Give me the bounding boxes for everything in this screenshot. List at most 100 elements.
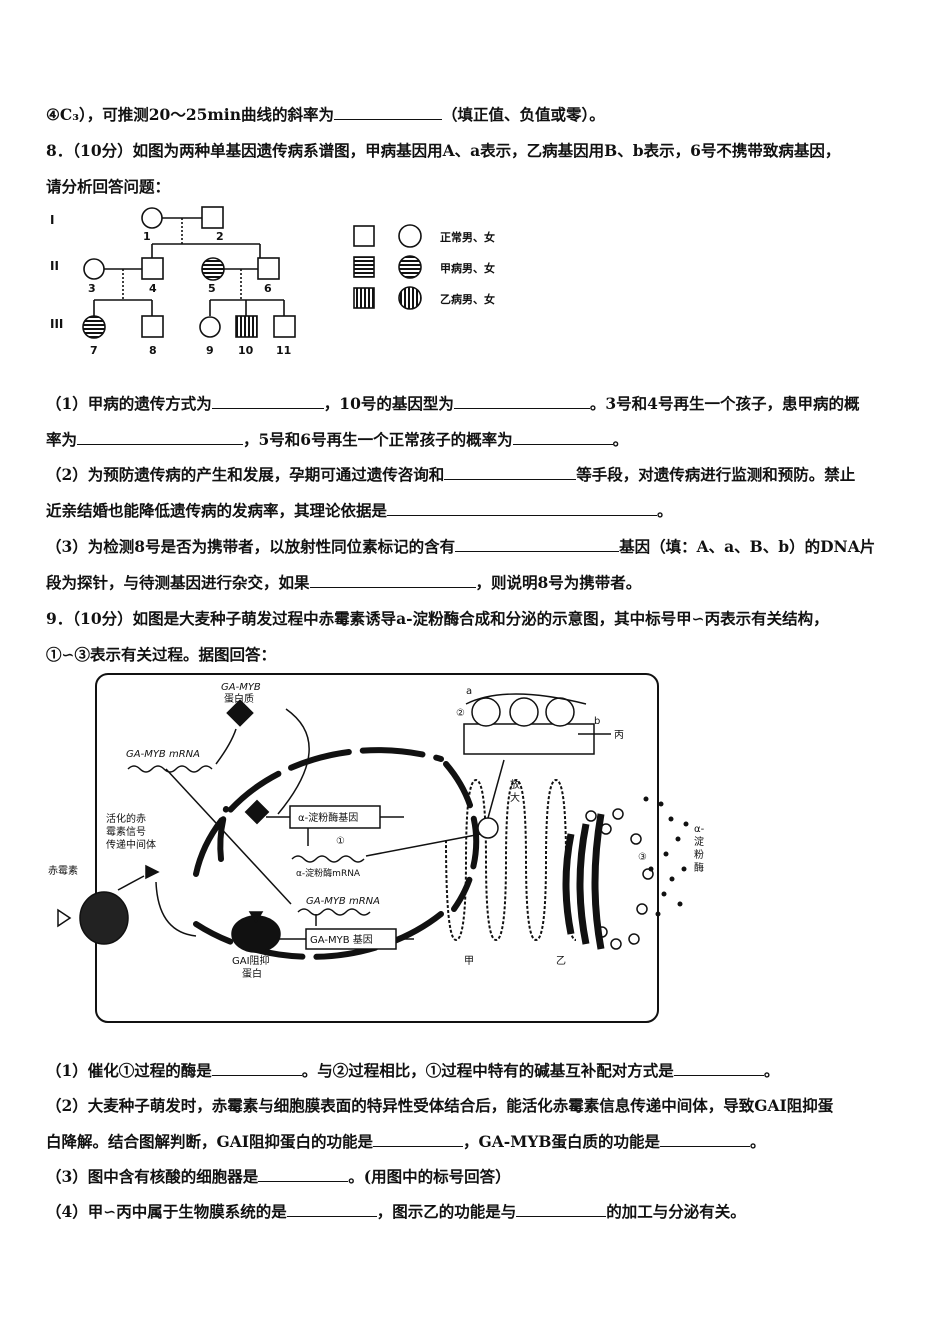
- legend-label-normal: 正常男、女: [440, 230, 495, 244]
- gibberellin-molecule: [57, 908, 72, 928]
- protein-label: 蛋白质: [224, 692, 254, 705]
- answer-blank[interactable]: [309, 573, 476, 588]
- individual-number-6: 6: [264, 282, 272, 295]
- individual-3: [83, 258, 105, 280]
- ga-myb-mrna-mid: [297, 908, 371, 916]
- amylase-side-label-4: 酶: [694, 861, 704, 874]
- individual-number-3: 3: [88, 282, 96, 295]
- golgi-yi: [562, 833, 575, 935]
- amylase-side-label-3: 粉: [694, 848, 704, 861]
- legend-yi-female: [398, 286, 422, 310]
- q9-part1-line: （1）催化①过程的酶是。与②过程相比，①过程中特有的碱基互补配对方式是。: [46, 1061, 780, 1080]
- q9-part2-line1: （2）大麦种子萌发时，赤霉素与细胞膜表面的特异性受体结合后，能活化赤霉素信息传递…: [46, 1096, 834, 1115]
- individual-5: [201, 257, 225, 281]
- q9-intro-line2: ①∽③表示有关过程。据图回答：: [46, 645, 276, 664]
- legend-label-yi: 乙病男、女: [440, 292, 495, 306]
- answer-blank[interactable]: [455, 537, 620, 552]
- amylase-gene-label: α-淀粉酶基因: [298, 811, 358, 824]
- gai-label-1: GAI阻抑: [232, 955, 270, 967]
- step-3-label: ③: [638, 852, 647, 863]
- q8-part1-line2: 率为，5号和6号再生一个正常孩子的概率为。: [46, 430, 629, 449]
- answer-blank[interactable]: [286, 1202, 377, 1217]
- individual-8: [141, 315, 164, 338]
- answer-blank[interactable]: [516, 1202, 607, 1217]
- ga-myb-mrna-mid-label: GA-MYB mRNA: [306, 896, 380, 907]
- q8-part2-line2: 近亲结婚也能降低遗传病的发病率，其理论依据是。: [46, 501, 673, 520]
- legend-yi-male: [353, 287, 375, 309]
- ga-myb-protein-icon: [226, 699, 254, 727]
- inset-er-membrane: [463, 723, 595, 755]
- answer-blank[interactable]: [387, 501, 658, 516]
- signal-intermediate-icon: [145, 864, 160, 880]
- ga-myb-protein-bound-icon: [244, 799, 270, 825]
- individual-number-10: 10: [238, 344, 254, 357]
- answer-blank[interactable]: [211, 394, 324, 409]
- nuclear-envelope: [193, 747, 444, 877]
- answer-blank[interactable]: [444, 465, 577, 480]
- gai-label-2: 蛋白: [242, 967, 262, 980]
- cell-diagram: GA-MYB 蛋白质 GA-MYB mRNA 活化的赤 霉素信号 传递中间体 赤…: [48, 673, 705, 1023]
- individual-11: [273, 315, 296, 338]
- individual-10: [235, 315, 258, 338]
- generation-label-3: III: [50, 317, 63, 331]
- amylase-mrna-wave: [291, 855, 365, 863]
- activated-label-1: 活化的赤: [106, 812, 146, 825]
- answer-blank[interactable]: [373, 1132, 464, 1147]
- vesicle: [585, 810, 597, 822]
- legend-jia-female: [398, 255, 422, 279]
- q8-part3-line2: 段为探针，与待测基因进行杂交，如果，则说明8号为携带者。: [46, 573, 642, 592]
- individual-number-1: 1: [143, 230, 151, 243]
- gibberellin-receptor: [79, 891, 129, 945]
- generation-label-2: II: [50, 259, 59, 273]
- step-2-label: ②: [456, 708, 465, 719]
- ga-myb-protein-label: GA-MYB: [221, 682, 261, 693]
- ga-myb-mrna-top-label: GA-MYB mRNA: [126, 749, 200, 760]
- individual-number-2: 2: [216, 230, 224, 243]
- answer-blank[interactable]: [258, 1167, 349, 1182]
- q8-intro-line1: 8．（10分）如图为两种单基因遗传病系谱图，甲病基因用A、a表示，乙病基因用B、…: [46, 141, 841, 160]
- individual-number-5: 5: [208, 282, 216, 295]
- answer-blank[interactable]: [333, 105, 442, 120]
- pedigree-chart: I II III 1 2 3: [50, 206, 495, 357]
- inset-b-label: b: [594, 716, 600, 727]
- individual-2: [201, 206, 224, 229]
- secreted-amylase-dots: [643, 796, 689, 917]
- signal-intermediate-on-gai: [248, 911, 264, 924]
- q9-intro-line1: 9．（10分）如图是大麦种子萌发过程中赤霉素诱导a-淀粉酶合成和分泌的示意图，其…: [46, 609, 829, 628]
- answer-blank[interactable]: [77, 430, 244, 445]
- cell-membrane: [95, 673, 659, 1023]
- ga-myb-gene-label: GA-MYB 基因: [310, 933, 373, 946]
- individual-4: [141, 257, 164, 280]
- answer-blank[interactable]: [673, 1061, 764, 1076]
- legend-label-jia: 甲病男、女: [440, 261, 495, 275]
- q7-tail-line: ④C₃），可推测20～25min曲线的斜率为（填正值、负值或零）。: [46, 105, 605, 124]
- gibberellin-label: 赤霉素: [48, 864, 78, 877]
- enlarge-label-2: 大: [510, 791, 520, 804]
- generation-label-1: I: [50, 213, 54, 227]
- jia-label: 甲: [464, 956, 474, 967]
- q9-part2-line2: 白降解。结合图解判断，GAI阻抑蛋白的功能是，GA-MYB蛋白质的功能是。: [46, 1132, 766, 1151]
- enlarge-label-1: 放: [510, 778, 520, 791]
- yi-label: 乙: [556, 955, 566, 967]
- ga-myb-mrna-top: [127, 765, 213, 773]
- answer-blank[interactable]: [453, 394, 590, 409]
- answer-blank[interactable]: [211, 1061, 302, 1076]
- amylase-side-label-2: 淀: [694, 835, 704, 848]
- individual-7: [82, 315, 106, 339]
- amylase-mrna-label: α-淀粉酶mRNA: [296, 867, 361, 879]
- activated-label-2: 霉素信号: [106, 825, 146, 838]
- individual-number-9: 9: [206, 344, 214, 357]
- q9-part4-line: （4）甲∽丙中属于生物膜系统的是，图示乙的功能是与的加工与分泌有关。: [46, 1202, 746, 1221]
- individual-6: [257, 257, 280, 280]
- answer-blank[interactable]: [512, 430, 613, 445]
- magnified-ribosome-circle: [477, 817, 499, 839]
- q8-part2-line1: （2）为预防遗传病的产生和发展，孕期可通过遗传咨询和等手段，对遗传病进行监测和预…: [46, 465, 856, 484]
- answer-blank[interactable]: [660, 1132, 751, 1147]
- legend-normal-male: [353, 225, 375, 247]
- q9-part3-line: （3）图中含有核酸的细胞器是。(用图中的标号回答）: [46, 1167, 511, 1186]
- q8-intro-line2: 请分析回答问题：: [46, 177, 171, 196]
- individual-9: [199, 316, 221, 338]
- step-1-label: ①: [336, 836, 345, 847]
- individual-number-4: 4: [149, 282, 157, 295]
- q8-part1-line1: （1）甲病的遗传方式为，10号的基因型为。3号和4号再生一个孩子，患甲病的概: [46, 394, 860, 413]
